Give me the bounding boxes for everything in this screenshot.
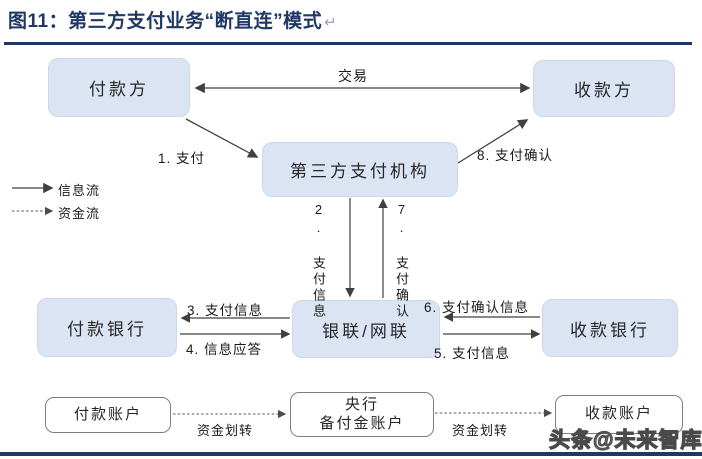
node-central-bank-reserve-account: 央行 备付金账户 (290, 392, 434, 437)
node-payee-bank: 收款银行 (542, 299, 678, 357)
edge-label-step7: 7. 支付确认 (394, 202, 409, 320)
edge-label-step8: 8. 支付确认 (477, 148, 554, 163)
edge-label-step2: 2. 支付信息 (311, 202, 326, 320)
bottom-rule (0, 452, 702, 456)
return-mark: ↵ (324, 14, 338, 31)
arrow-step8-pay-confirm (457, 119, 529, 164)
watermark: 头条@未来智库 (548, 428, 702, 452)
edge-label-fund-transfer-left: 资金划转 (197, 423, 254, 438)
node-payee-account: 收款账户 (555, 395, 683, 434)
edge-label-step1: 1. 支付 (158, 151, 206, 166)
node-payer: 付款方 (48, 58, 190, 117)
arrow-step1-pay (185, 118, 259, 158)
node-third-party-payment-institution: 第三方支付机构 (262, 142, 458, 197)
node-payer-bank: 付款银行 (37, 298, 177, 357)
node-payee: 收款方 (533, 60, 675, 117)
node-clearing-house: 银联/网联 (292, 300, 440, 358)
edge-label-fund-transfer-right: 资金划转 (452, 423, 509, 438)
node-payer-account: 付款账户 (45, 397, 171, 433)
title-underline (4, 42, 692, 45)
legend-info-flow-label: 信息流 (58, 183, 101, 198)
edge-label-step4: 4. 信息应答 (186, 342, 263, 357)
edge-label-step5: 5. 支付信息 (434, 346, 511, 361)
edge-label-step3: 3. 支付信息 (187, 303, 264, 318)
edge-label-step6: 6. 支付确认信息 (424, 300, 530, 315)
edge-label-transaction: 交易 (338, 68, 368, 84)
legend-fund-flow-label: 资金流 (58, 206, 101, 221)
figure-title-text: 图11：第三方支付业务“断直连”模式 (8, 11, 323, 32)
figure-title: 图11：第三方支付业务“断直连”模式↵ (8, 6, 337, 33)
